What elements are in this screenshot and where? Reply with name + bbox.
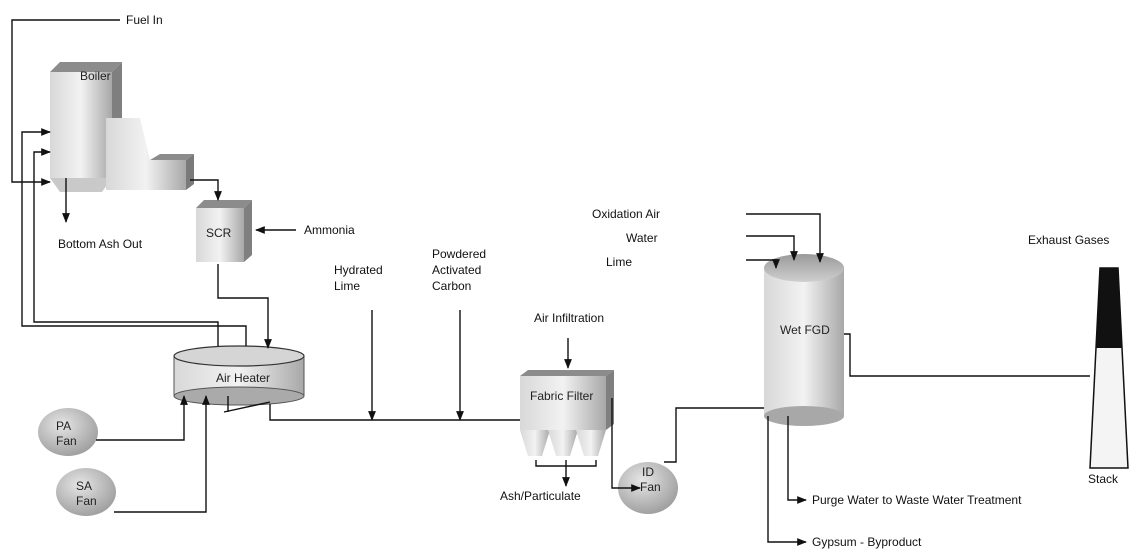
pac-label-line1: Powdered (432, 247, 486, 261)
pa-fan-label-line1: PA (56, 419, 71, 433)
sa-fan (56, 468, 116, 516)
sa-fan-label-line1: SA (76, 479, 92, 493)
ash-particulate-label: Ash/Particulate (500, 489, 581, 503)
hydrated-lime-label-line2: Lime (334, 279, 360, 293)
scr-label: SCR (206, 226, 232, 240)
pa-fan-label-line2: Fan (56, 434, 77, 448)
wet-fgd-label: Wet FGD (780, 323, 830, 337)
id-fan (618, 462, 678, 514)
lime-label: Lime (606, 255, 632, 269)
ammonia-label: Ammonia (304, 223, 355, 237)
fuel-in-label: Fuel In (126, 13, 163, 27)
boiler (50, 62, 194, 192)
pac-label-line2: Activated (432, 263, 481, 277)
flow-lines (11, 19, 1090, 546)
id-fan-label-line2: Fan (640, 480, 661, 494)
pa-fan (38, 408, 98, 456)
air-infiltration-label: Air Infiltration (534, 311, 604, 325)
air-heater-label: Air Heater (216, 371, 270, 385)
purge-water-label: Purge Water to Waste Water Treatment (812, 493, 1022, 507)
fabric-filter-label: Fabric Filter (530, 389, 593, 403)
gypsum-label: Gypsum - Byproduct (812, 535, 922, 549)
hydrated-lime-label-line1: Hydrated (334, 263, 383, 277)
bottom-ash-out-label: Bottom Ash Out (58, 237, 143, 251)
water-label: Water (626, 231, 658, 245)
fabric-filter (520, 370, 614, 456)
id-fan-label-line1: ID (642, 465, 654, 479)
pac-label-line3: Carbon (432, 279, 471, 293)
stack-label: Stack (1088, 472, 1119, 486)
sa-fan-label-line2: Fan (76, 494, 97, 508)
wet-fgd-tower (764, 254, 844, 426)
oxidation-air-label: Oxidation Air (592, 207, 660, 221)
scr-unit (196, 200, 252, 262)
stack (1089, 267, 1129, 469)
exhaust-gases-label: Exhaust Gases (1028, 233, 1109, 247)
boiler-label: Boiler (80, 69, 111, 83)
